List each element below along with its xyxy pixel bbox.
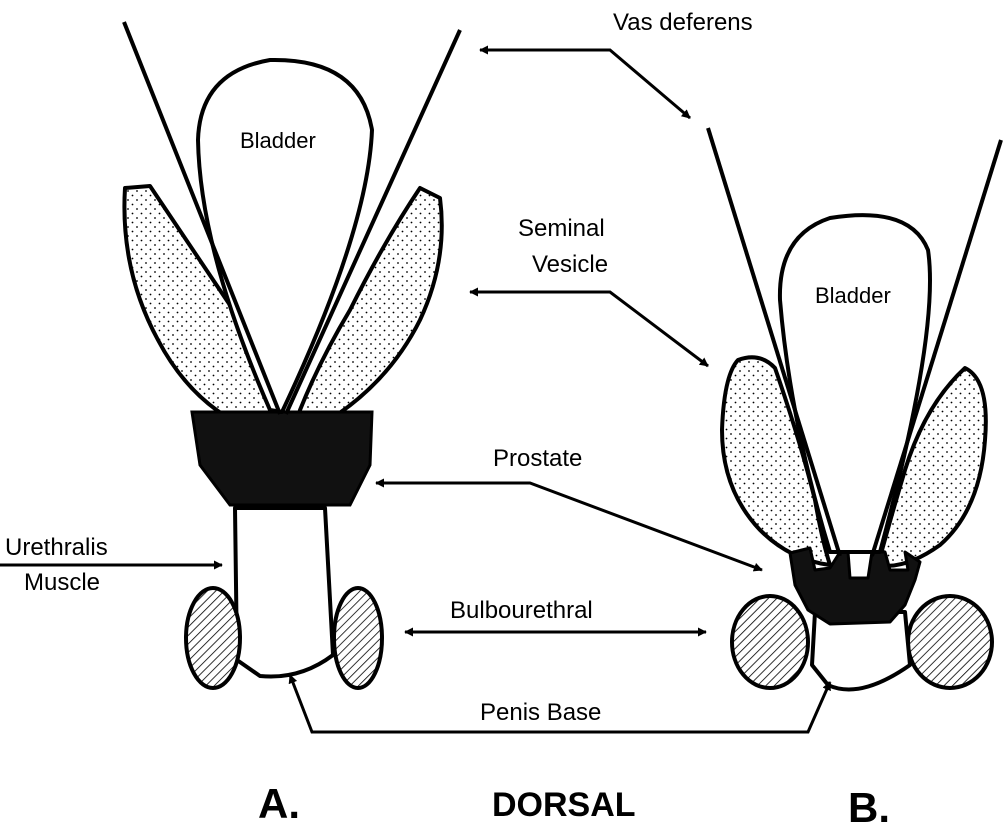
arrow-seminal-vesicle	[470, 292, 708, 366]
label-prostate: Prostate	[493, 445, 582, 472]
label-seminal-vesicle-line2: Vesicle	[532, 251, 608, 278]
label-penis-base: Penis Base	[480, 699, 601, 726]
label-urethralis-line2: Muscle	[24, 569, 100, 596]
arrow-vas-deferens	[480, 50, 690, 118]
label-bulbourethral: Bulbourethral	[450, 597, 593, 624]
label-vas-deferens: Vas deferens	[613, 9, 753, 36]
bulbourethral-gland-a-left	[186, 588, 240, 688]
annotation-arrows	[0, 50, 830, 732]
figure-b: Bladder	[708, 128, 1001, 690]
figure-a: Bladder	[124, 22, 460, 688]
bulbourethral-gland-b-left	[732, 596, 808, 688]
label-urethralis-line1: Urethralis	[5, 534, 108, 561]
arrow-prostate	[376, 483, 762, 570]
prostate-a	[192, 412, 372, 505]
bulbourethral-gland-a-right	[334, 588, 382, 688]
urethralis-muscle-a	[235, 508, 333, 677]
bladder-a-label: Bladder	[240, 128, 316, 153]
label-seminal-vesicle-line1: Seminal	[518, 215, 605, 242]
bulbourethral-gland-b-right	[908, 596, 992, 688]
orientation-label: DORSAL	[492, 786, 636, 824]
view-label-b: B.	[848, 784, 890, 829]
bladder-b-label: Bladder	[815, 283, 891, 308]
view-label-a: A.	[258, 780, 300, 827]
